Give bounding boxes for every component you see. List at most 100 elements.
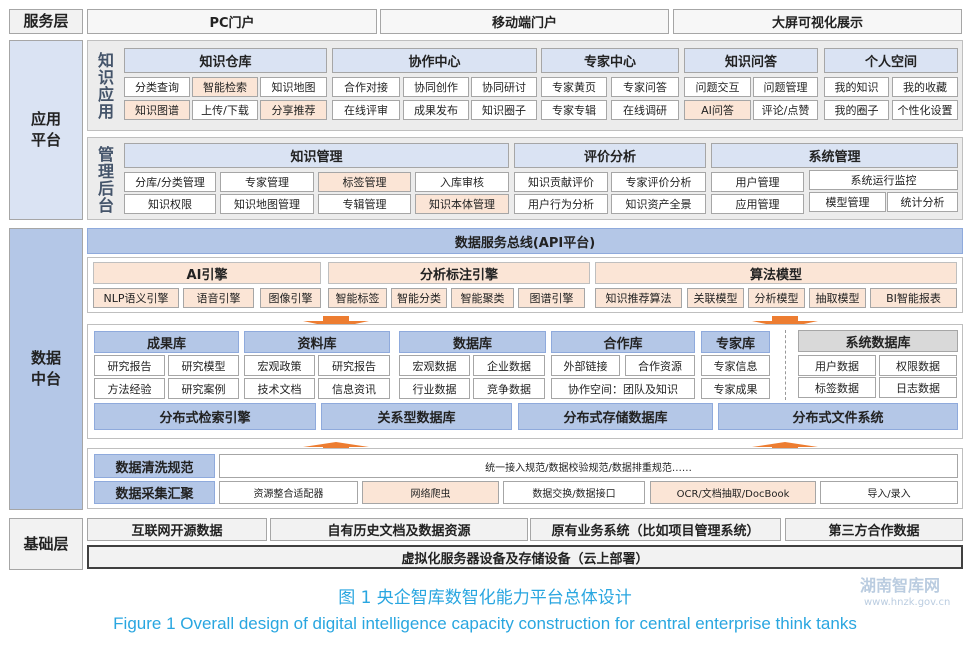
library-header: 成果库 (94, 331, 239, 353)
library-item: 专家信息 (701, 355, 770, 376)
feature-item: 专家问答 (611, 77, 679, 97)
feature-item: 我的圈子 (824, 100, 889, 120)
flow-arrow-icon (752, 313, 818, 328)
cleaning-label: 数据清洗规范 (94, 454, 215, 478)
collection-item: 资源整合适配器 (219, 481, 358, 504)
library-item: 专家成果 (701, 378, 770, 399)
group-header: 知识问答 (684, 48, 818, 73)
library-header: 资料库 (244, 331, 390, 353)
library-item: 企业数据 (473, 355, 545, 376)
feature-item: 协同研讨 (471, 77, 537, 97)
feature-item: 评论/点赞 (753, 100, 818, 120)
layer-label-base: 基础层 (9, 518, 83, 570)
group-header: 评价分析 (514, 143, 706, 168)
flow-arrow-up-icon (303, 437, 369, 452)
admin-label: 管理后台 (97, 145, 114, 215)
feature-item: 系统运行监控 (809, 170, 958, 190)
engine-item: 图像引擎 (260, 288, 321, 308)
feature-item: 个性化设置 (892, 100, 958, 120)
storage-box: 分布式存储数据库 (518, 403, 713, 430)
portal-box: 移动端门户 (380, 9, 669, 34)
engine-item: 抽取模型 (809, 288, 866, 308)
feature-item: 分享推荐 (260, 100, 327, 120)
engine-item: NLP语义引擎 (93, 288, 179, 308)
watermark-url: www.hnzk.gov.cn (864, 597, 951, 608)
library-item: 方法经验 (94, 378, 165, 399)
feature-item: 标签管理 (318, 172, 411, 192)
data-service-bus: 数据服务总线(API平台) (87, 228, 963, 254)
library-item: 外部链接 (551, 355, 620, 376)
data-source-box: 自有历史文档及数据资源 (270, 518, 528, 541)
library-item: 宏观数据 (399, 355, 470, 376)
engine-item: 智能标签 (328, 288, 387, 308)
caption-en: Figure 1 Overall design of digital intel… (113, 614, 857, 633)
feature-item: 模型管理 (809, 192, 886, 212)
feature-item: 专辑管理 (318, 194, 411, 214)
engine-header: 分析标注引擎 (328, 262, 590, 284)
portal-box: PC门户 (87, 9, 377, 34)
library-item: 宏观政策 (244, 355, 315, 376)
feature-item: 知识本体管理 (415, 194, 509, 214)
feature-item: 知识资产全景 (611, 194, 706, 214)
collection-label: 数据采集汇聚 (94, 481, 215, 504)
feature-item: 合作对接 (332, 77, 400, 97)
feature-item: 专家管理 (220, 172, 314, 192)
divider (785, 330, 786, 400)
feature-item: 统计分析 (887, 192, 958, 212)
feature-item: 专家评价分析 (611, 172, 706, 192)
layer-label-app-platform: 应用平台 (9, 40, 83, 220)
library-item: 技术文档 (244, 378, 315, 399)
feature-item: 知识圈子 (471, 100, 537, 120)
feature-item: 智能检索 (192, 77, 258, 97)
group-header: 专家中心 (541, 48, 679, 73)
feature-item: 用户行为分析 (514, 194, 608, 214)
library-header: 合作库 (551, 331, 695, 353)
engine-item: 关联模型 (687, 288, 744, 308)
collection-item: 数据交换/数据接口 (503, 481, 645, 504)
feature-item: 知识贡献评价 (514, 172, 608, 192)
feature-item: 我的收藏 (892, 77, 958, 97)
feature-item: 问题交互 (684, 77, 751, 97)
system-db-header: 系统数据库 (798, 330, 958, 352)
collection-item: 导入/录入 (820, 481, 958, 504)
storage-box: 分布式文件系统 (718, 403, 958, 430)
flow-arrow-up-icon (752, 437, 818, 452)
knowledge-app-label: 知识应用 (97, 51, 114, 121)
system-db-item: 用户数据 (798, 355, 876, 376)
library-header: 专家库 (701, 331, 770, 353)
library-item: 研究案例 (168, 378, 239, 399)
collection-item: OCR/文档抽取/DocBook (650, 481, 816, 504)
library-item: 合作资源 (625, 355, 695, 376)
library-item: 信息资讯 (318, 378, 390, 399)
library-item: 研究模型 (168, 355, 239, 376)
feature-item: AI问答 (684, 100, 751, 120)
system-db-item: 日志数据 (879, 377, 957, 398)
feature-item: 协同创作 (403, 77, 469, 97)
data-source-box: 第三方合作数据 (785, 518, 963, 541)
data-source-box: 原有业务系统（比如项目管理系统） (530, 518, 781, 541)
engine-item: 智能分类 (391, 288, 447, 308)
feature-item: 入库审核 (415, 172, 509, 192)
data-source-box: 互联网开源数据 (87, 518, 267, 541)
system-db-item: 权限数据 (879, 355, 957, 376)
feature-item: 问题管理 (753, 77, 818, 97)
engine-item: 知识推荐算法 (595, 288, 682, 308)
engine-header: AI引擎 (93, 262, 321, 284)
portal-box: 大屏可视化展示 (673, 9, 962, 34)
system-db-item: 标签数据 (798, 377, 876, 398)
group-header: 知识仓库 (124, 48, 327, 73)
feature-item: 分库/分类管理 (124, 172, 216, 192)
storage-box: 关系型数据库 (321, 403, 512, 430)
library-item: 行业数据 (399, 378, 470, 399)
library-item: 研究报告 (94, 355, 165, 376)
collection-item: 网络爬虫 (362, 481, 499, 504)
feature-item: 用户管理 (711, 172, 804, 192)
group-header: 系统管理 (711, 143, 958, 168)
engine-item: 图谱引擎 (518, 288, 585, 308)
engine-item: BI智能报表 (870, 288, 957, 308)
group-header: 个人空间 (824, 48, 958, 73)
feature-item: 在线评审 (332, 100, 400, 120)
feature-item: 应用管理 (711, 194, 804, 214)
feature-item: 分类查询 (124, 77, 190, 97)
infrastructure-box: 虚拟化服务器设备及存储设备（云上部署） (87, 545, 963, 569)
